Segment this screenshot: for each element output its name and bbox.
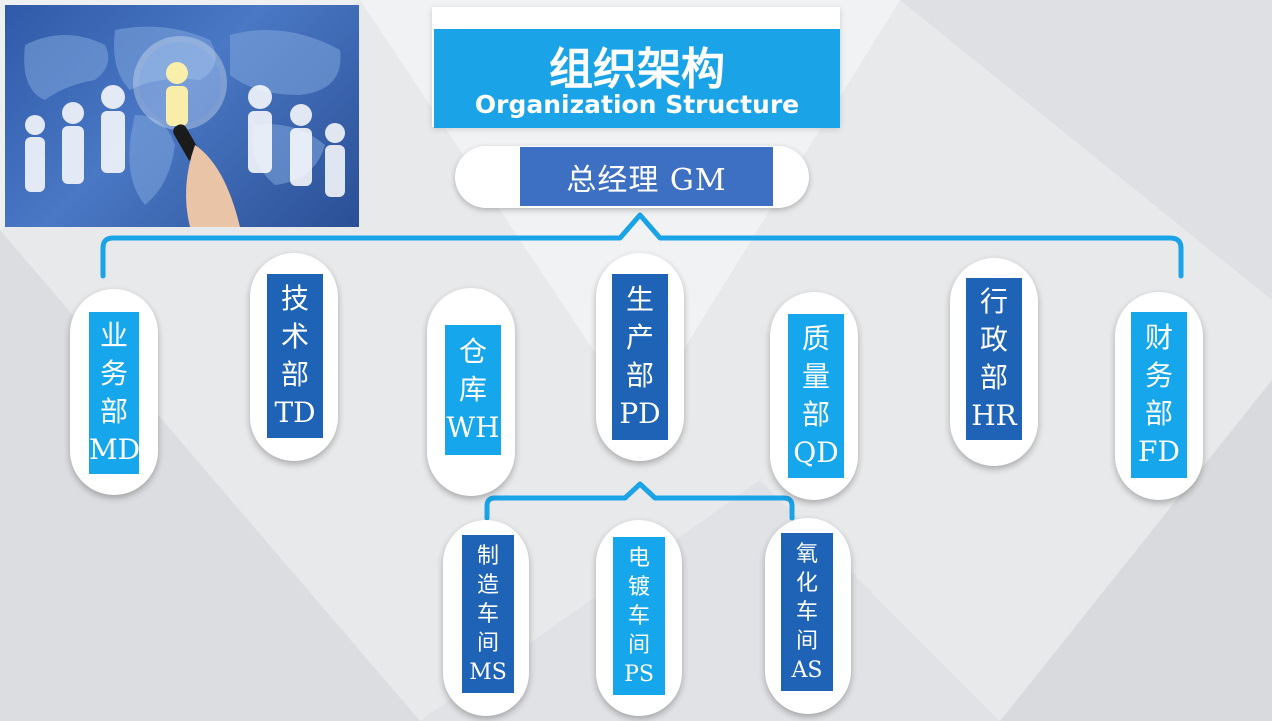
title-band (434, 29, 840, 128)
gm-node: 总经理 GM (520, 147, 773, 206)
page-subtitle: Organization Structure (474, 90, 800, 119)
page-title: 组织架构 (549, 44, 725, 95)
hero-image (5, 5, 359, 227)
